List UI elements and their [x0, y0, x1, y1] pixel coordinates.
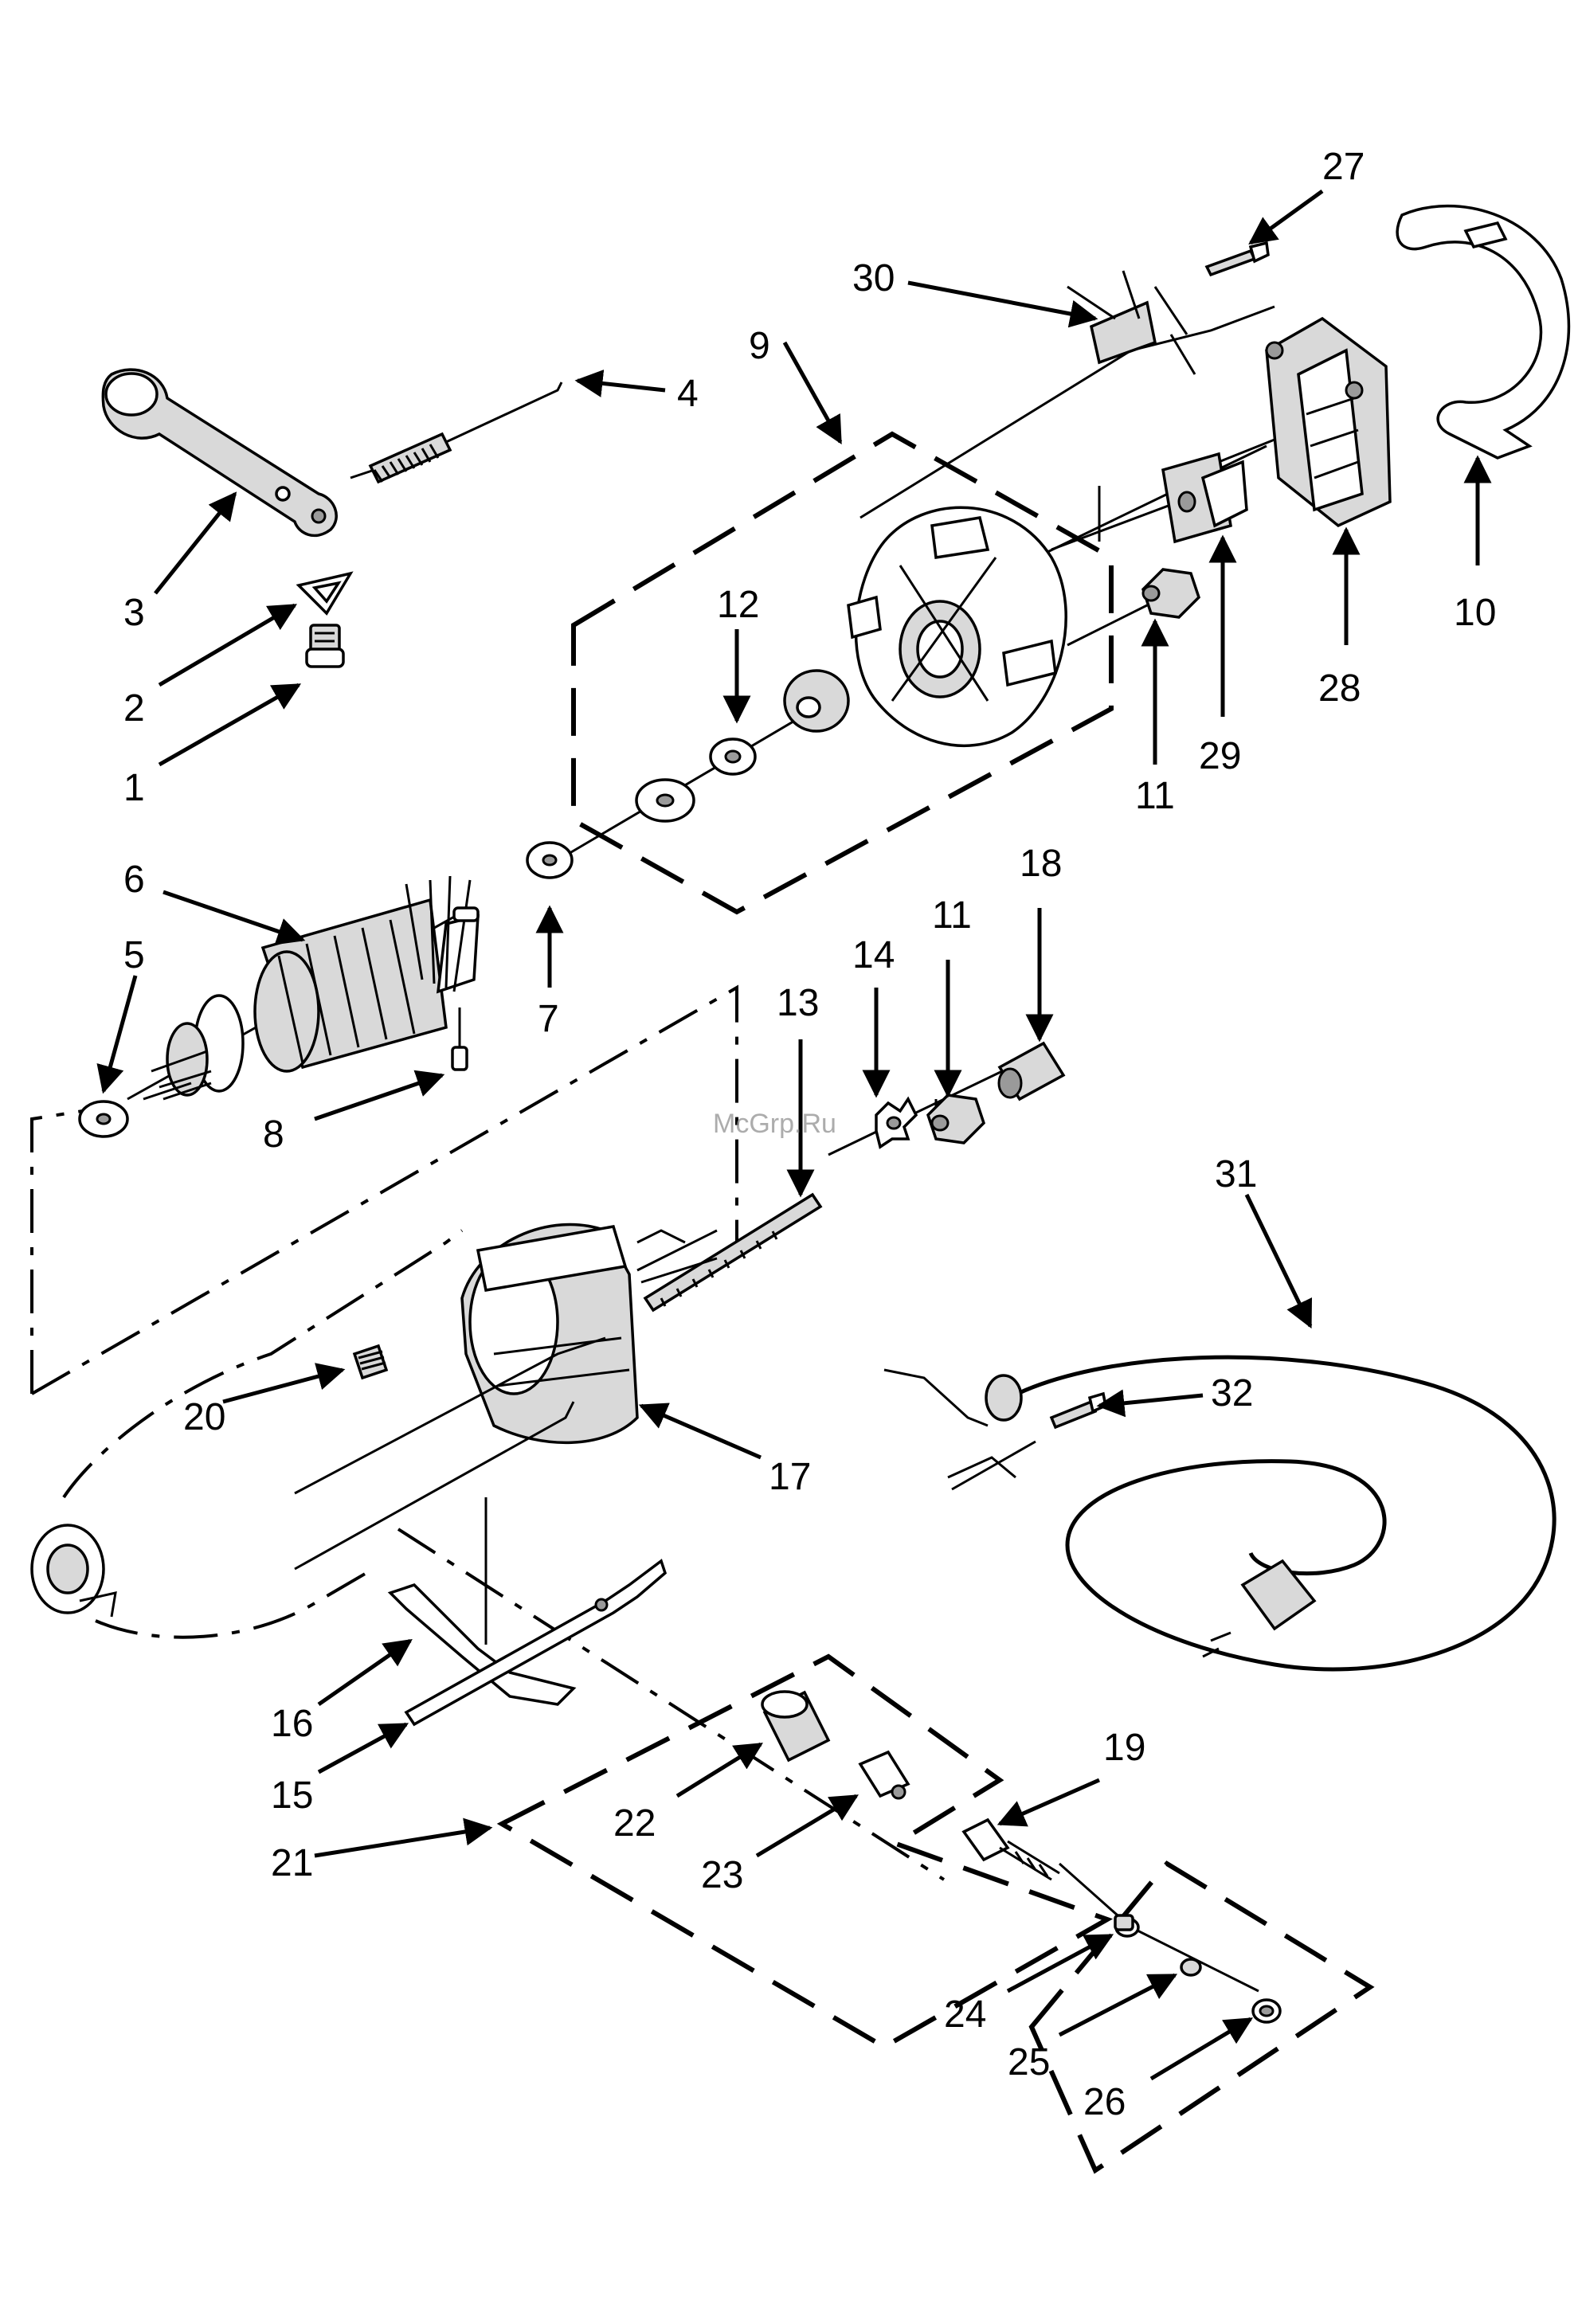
callout-3: 3	[123, 592, 145, 634]
callout-1: 1	[123, 767, 145, 809]
part-motor-housing-end	[32, 1525, 116, 1617]
group-outline-24-26	[1032, 1864, 1370, 2170]
part-14-star-washer	[876, 1099, 916, 1147]
callout-26: 26	[1083, 2081, 1126, 2123]
callout-23: 23	[701, 1854, 743, 1896]
part-7-washer	[527, 843, 572, 878]
part-1-screw	[307, 625, 343, 667]
callout-29: 29	[1199, 735, 1241, 777]
part-9-end-bell	[848, 507, 1066, 745]
callout-25: 25	[1008, 2041, 1050, 2083]
part-29-bracket	[1163, 454, 1247, 542]
callout-17: 17	[769, 1456, 811, 1498]
part-30-connector	[1067, 271, 1195, 374]
callout-21: 21	[271, 1842, 313, 1884]
motor-housing-phantom	[64, 1230, 462, 1497]
callout-27: 27	[1322, 146, 1365, 188]
callout-19: 19	[1103, 1727, 1145, 1769]
callout-28: 28	[1318, 667, 1361, 710]
part-11-nut-upper	[1143, 569, 1199, 617]
part-5-washer	[80, 1101, 127, 1137]
part-17-field	[462, 1225, 717, 1443]
part-28-switch-plate	[1267, 319, 1390, 526]
part-2-washer	[299, 573, 350, 613]
part-12-washer	[711, 739, 755, 774]
part-6-armature	[143, 876, 478, 1099]
assembly-line-o	[952, 1442, 1036, 1489]
assembly-line-g	[1067, 605, 1147, 645]
part-18-sleeve	[999, 1043, 1063, 1099]
callout-11a: 11	[1135, 775, 1175, 817]
callout-18: 18	[1020, 843, 1062, 885]
callout-15: 15	[271, 1774, 313, 1817]
callout-31: 31	[1215, 1153, 1257, 1195]
callout-22: 22	[613, 1802, 656, 1845]
callout-6: 6	[123, 859, 145, 901]
callout-7: 7	[538, 998, 559, 1040]
part-27-screw	[1207, 243, 1268, 275]
callout-20: 20	[183, 1396, 225, 1438]
motor-housing-phantom-b	[96, 1573, 366, 1637]
callout-5: 5	[123, 934, 145, 976]
assembly-line-d	[558, 701, 828, 860]
callout-14: 14	[852, 934, 895, 976]
part-31-power-cord	[986, 1357, 1554, 1669]
part-23-brush	[860, 1752, 908, 1798]
callout-10: 10	[1454, 592, 1496, 634]
part-32-screw	[1051, 1394, 1106, 1427]
assembly-line-a	[32, 1107, 108, 1394]
callout-8: 8	[263, 1113, 284, 1156]
watermark-text: McGrp.Ru	[713, 1109, 836, 1139]
assembly-line-k	[398, 1529, 944, 1880]
part-star-washer	[636, 780, 694, 821]
part-20-nut	[354, 1346, 386, 1378]
callout-11b: 11	[932, 894, 972, 937]
part-bearing	[785, 671, 848, 731]
part-26-cap	[1253, 2000, 1280, 2022]
callout-9: 9	[749, 325, 770, 367]
callout-12: 12	[717, 584, 759, 626]
callout-16: 16	[271, 1703, 313, 1745]
part-25-screw	[1181, 1959, 1200, 1975]
callout-32: 32	[1211, 1372, 1253, 1414]
callout-4: 4	[677, 373, 699, 415]
callout-24: 24	[944, 1993, 986, 2036]
callout-30: 30	[852, 257, 895, 299]
part-4-spring	[350, 382, 562, 482]
part-22-holder	[762, 1692, 828, 1760]
callout-13: 13	[777, 982, 819, 1024]
callout-2: 2	[123, 687, 145, 730]
part-24-cap	[1115, 1915, 1138, 1936]
part-8-pin	[452, 1007, 467, 1070]
part-10-gasket	[1397, 206, 1568, 458]
